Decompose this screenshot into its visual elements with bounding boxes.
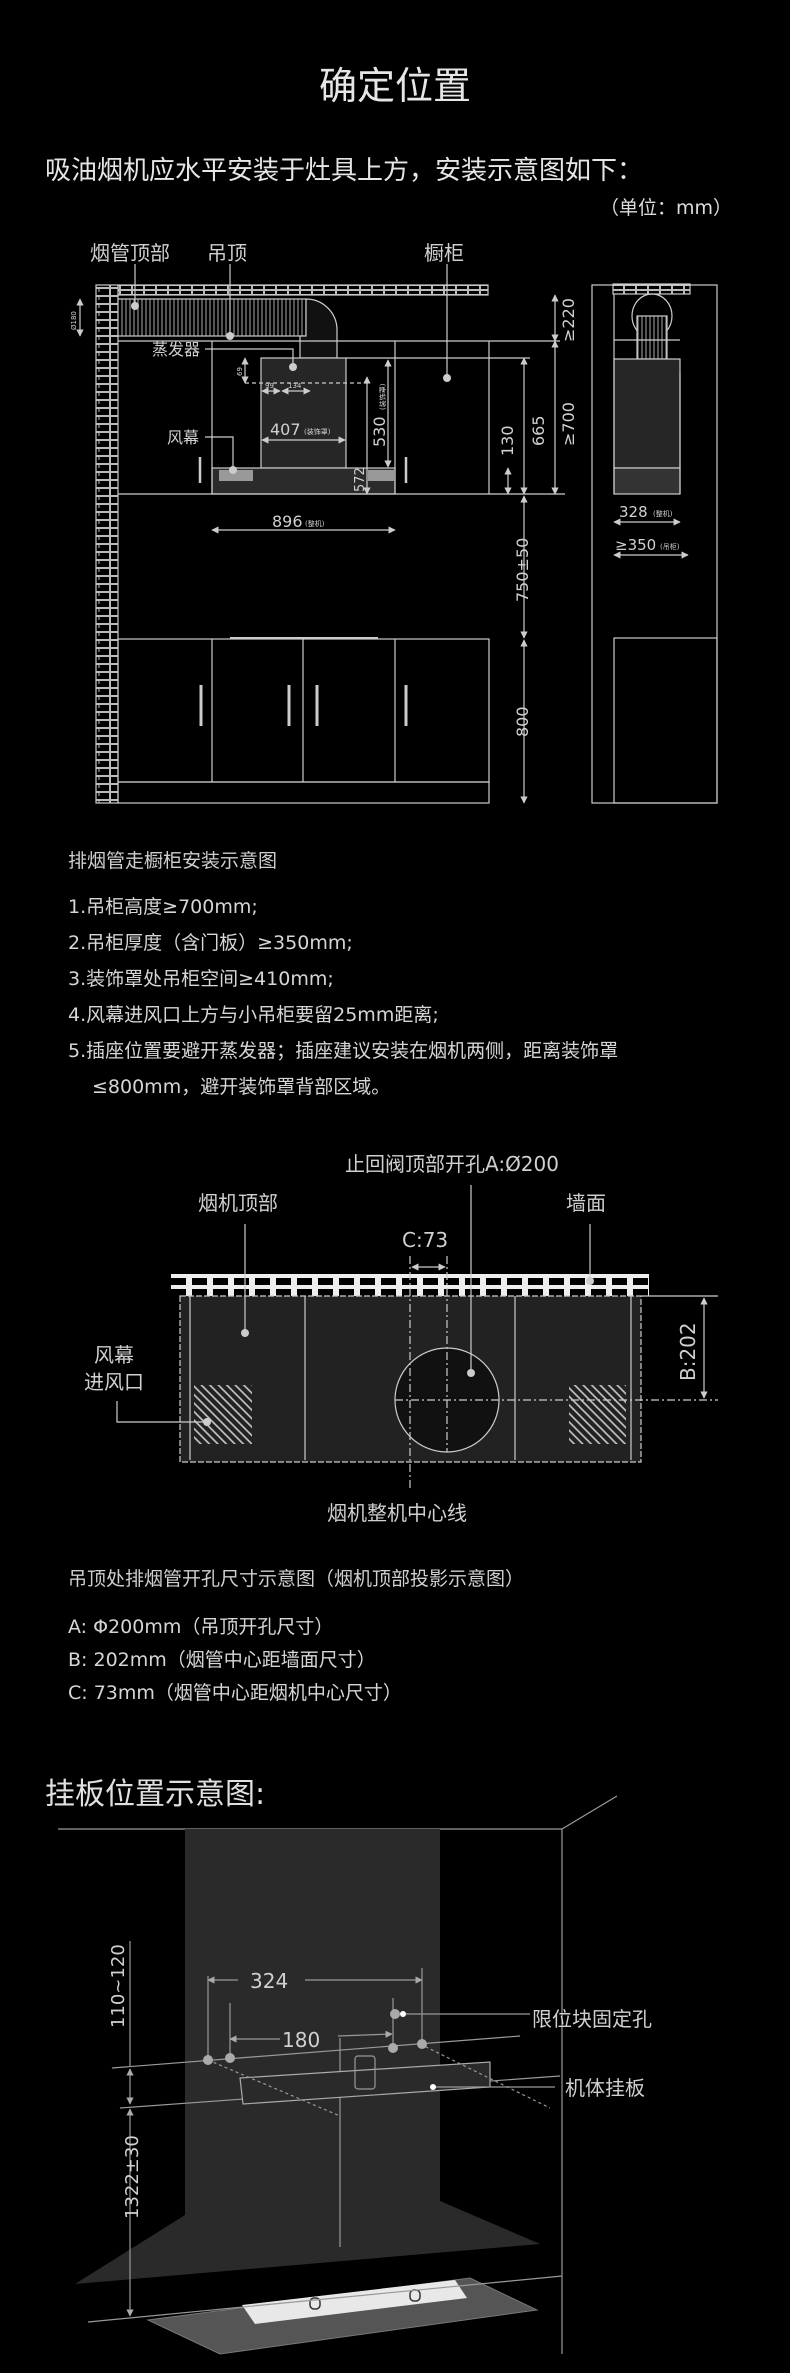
dim-180: 180 xyxy=(282,2028,320,2052)
dim-1322: 1322±30 xyxy=(122,2135,143,2219)
dim-896-note: (整机) xyxy=(305,519,325,528)
dim-530-note: (装饰罩) xyxy=(378,383,387,410)
note-item: B: 202mm（烟管中心距墙面尺寸） xyxy=(68,1649,376,1671)
dim-328-note: (整机) xyxy=(653,509,673,518)
hanging-plate-diagram: 324 180 110~120 1322±30 限位块固定孔 机体挂板 xyxy=(58,1795,652,2355)
note-item: 4.风幕进风口上方与小吊柜要留25mm距离; xyxy=(68,1004,439,1026)
label-hanging-plate: 机体挂板 xyxy=(565,2076,645,2100)
dim-700: ≥700 xyxy=(559,402,578,446)
dim-572: 572 xyxy=(353,467,368,492)
dim-99: 99 xyxy=(265,382,274,390)
label-air-curtain: 风幕 xyxy=(167,428,199,447)
dim-530: 530 xyxy=(370,416,389,447)
dim-407-note: (装饰罩) xyxy=(304,427,331,436)
label-ceiling: 吊顶 xyxy=(207,241,247,265)
worktop xyxy=(146,2277,539,2355)
air-inlet-left xyxy=(194,1385,252,1444)
dim-220: ≥220 xyxy=(559,298,578,342)
dim-69: 69 xyxy=(236,367,244,376)
duct-elbow xyxy=(299,298,338,359)
dim-110-120: 110~120 xyxy=(108,1944,129,2028)
label-evaporator: 蒸发器 xyxy=(152,340,200,359)
dim-350: ≥350 xyxy=(615,536,656,554)
label-air-inlet: 进风口 xyxy=(84,1370,144,1394)
hanging-plate-title: 挂板位置示意图: xyxy=(45,1777,266,1812)
diagram1-caption: 排烟管走橱柜安装示意图 xyxy=(68,850,278,872)
label-valve-hole: 止回阀顶部开孔A:Ø200 xyxy=(345,1152,559,1176)
dim-130: 130 xyxy=(498,425,517,456)
cabinet-install-diagram: 烟管顶部 吊顶 橱柜 蒸发器 风幕 Ø180 69 99 134 407 (装饰… xyxy=(70,241,718,804)
intro-text: 吸油烟机应水平安装于灶具上方，安装示意图如下： xyxy=(45,156,644,186)
note-item: C: 73mm（烟管中心距烟机中心尺寸） xyxy=(68,1682,402,1704)
unit-text: （单位：mm） xyxy=(599,197,732,219)
decor-cover xyxy=(260,357,347,469)
diagram2-caption: 吊顶处排烟管开孔尺寸示意图（烟机顶部投影示意图） xyxy=(68,1568,525,1590)
note-item: 5.插座位置要避开蒸发器；插座建议安装在烟机两侧，距离装饰罩 xyxy=(68,1040,619,1062)
note-item: A: Φ200mm（吊顶开孔尺寸） xyxy=(68,1616,334,1638)
air-inlet-right xyxy=(569,1385,626,1444)
wall-brick xyxy=(95,284,119,804)
label-limit-hole: 限位块固定孔 xyxy=(532,2007,652,2031)
dim-800: 800 xyxy=(513,706,532,737)
label-cabinet: 橱柜 xyxy=(424,241,464,265)
dim-750: 750±50 xyxy=(513,538,532,602)
note-item: 1.吊柜高度≥700mm; xyxy=(68,896,258,918)
hood-top-projection-diagram: 止回阀顶部开孔A:Ø200 烟机顶部 墙面 C:73 B:202 风幕 进风口 … xyxy=(84,1152,718,1525)
note-item: 2.吊柜厚度（含门板）≥350mm; xyxy=(68,932,353,954)
dim-350-note: (吊柜) xyxy=(660,542,680,551)
duct xyxy=(117,298,307,337)
label-c73: C:73 xyxy=(402,1228,448,1252)
label-air-curtain: 风幕 xyxy=(94,1343,134,1367)
label-hood-top: 烟机顶部 xyxy=(198,1191,278,1215)
diagram2-notes: A: Φ200mm（吊顶开孔尺寸） B: 202mm（烟管中心距墙面尺寸） C:… xyxy=(68,1611,402,1710)
dim-665: 665 xyxy=(529,415,548,446)
diagram1-notes: 1.吊柜高度≥700mm; 2.吊柜厚度（含门板）≥350mm; 3.装饰罩处吊… xyxy=(68,889,618,1105)
hood-chimney xyxy=(75,1829,540,2284)
dim-180: Ø180 xyxy=(70,311,78,330)
dim-134: 134 xyxy=(288,382,302,390)
dim-896: 896 xyxy=(272,512,303,531)
dim-407: 407 xyxy=(270,420,301,439)
dim-328: 328 xyxy=(619,503,648,521)
page-title: 确定位置 xyxy=(318,64,471,108)
label-wall: 墙面 xyxy=(566,1191,606,1215)
label-b202: B:202 xyxy=(676,1322,700,1381)
note-item: 3.装饰罩处吊柜空间≥410mm; xyxy=(68,968,334,990)
label-duct-top: 烟管顶部 xyxy=(90,241,170,265)
note-item: ≤800mm，避开装饰罩背部区域。 xyxy=(92,1076,391,1098)
ceiling-brick xyxy=(117,284,489,296)
dim-324: 324 xyxy=(250,1969,288,1993)
label-centerline: 烟机整机中心线 xyxy=(327,1501,467,1525)
